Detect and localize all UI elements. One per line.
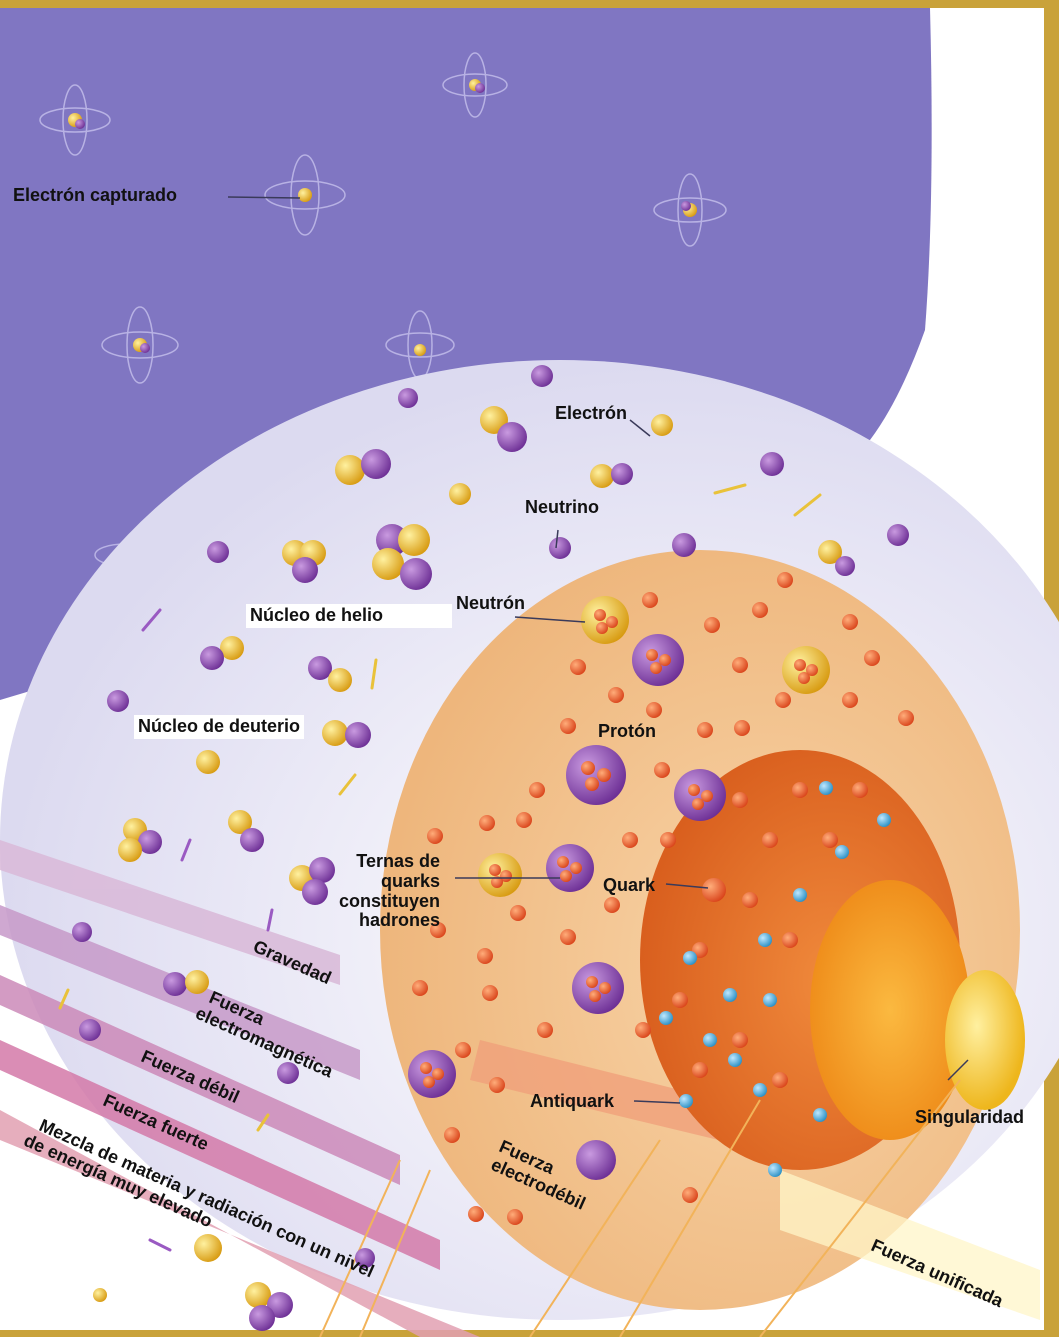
singularity-label: Singularidad xyxy=(915,1108,1024,1128)
electron-label: Electrón xyxy=(555,404,627,424)
helium-nucleus-label: Núcleo de helio xyxy=(246,604,452,628)
quark-label: Quark xyxy=(603,876,655,896)
unified-core-disc xyxy=(810,880,970,1140)
quark-triplets-line-1: Ternas de xyxy=(318,852,440,872)
antiquark-label: Antiquark xyxy=(530,1092,614,1112)
captured-electron-label: Electrón capturado xyxy=(13,186,177,206)
quark-triplets-label: Ternas de quarks constituyen hadrones xyxy=(318,852,440,931)
quark-triplets-line-4: hadrones xyxy=(318,911,440,931)
singularity-particle xyxy=(945,970,1025,1110)
quark-triplets-line-3: constituyen xyxy=(318,892,440,912)
proton-label: Protón xyxy=(598,722,656,742)
quark-triplets-line-2: quarks xyxy=(318,872,440,892)
deuterium-nucleus-label: Núcleo de deuterio xyxy=(134,715,304,739)
neutron-label: Neutrón xyxy=(456,594,525,614)
neutrino-label: Neutrino xyxy=(525,498,599,518)
top-border xyxy=(0,0,1059,8)
